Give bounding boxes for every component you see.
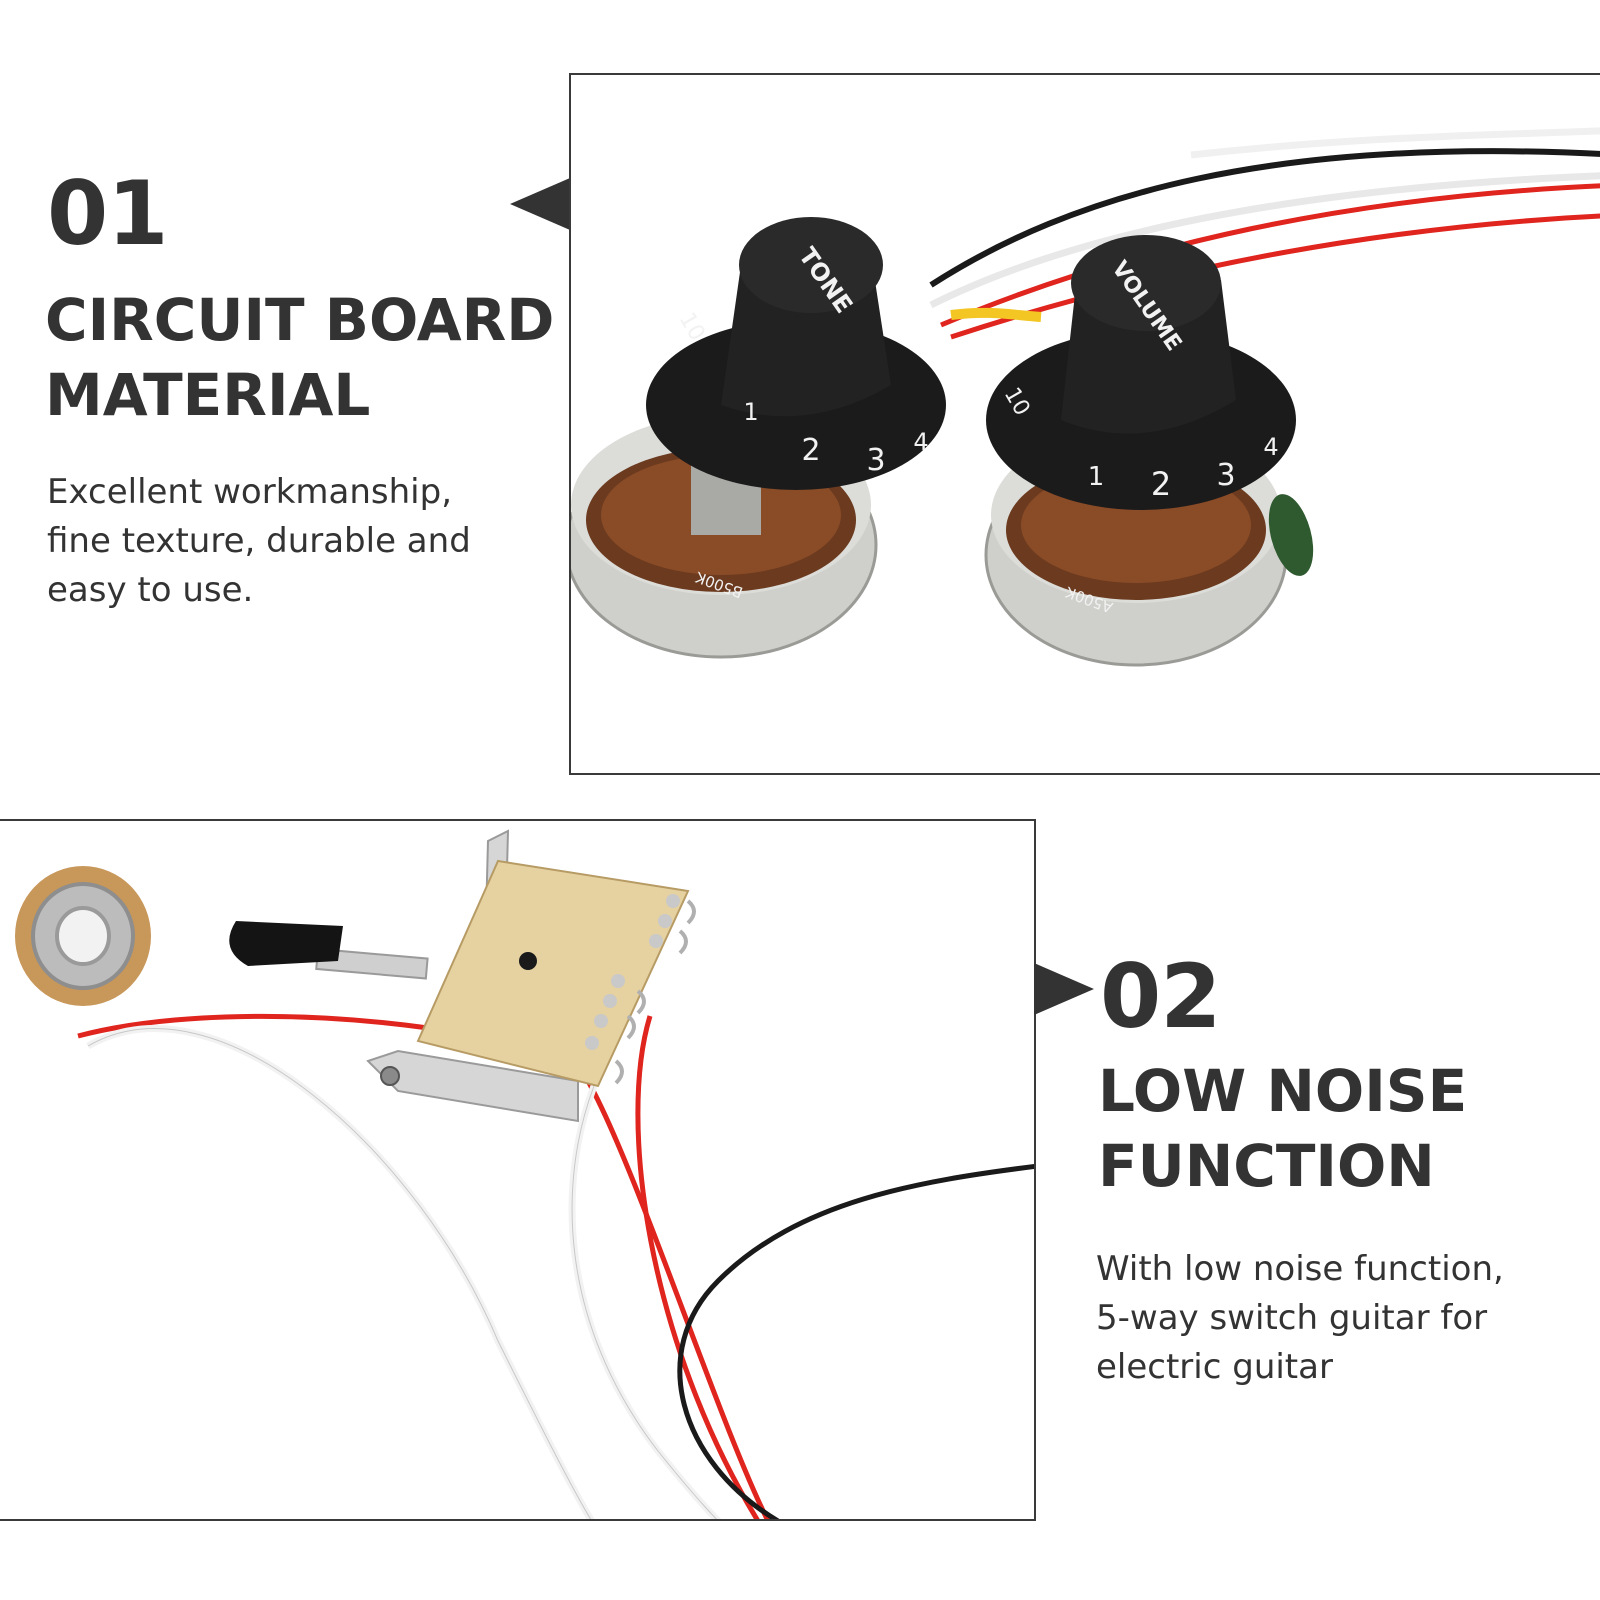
volume-scale-2: 2 — [1151, 465, 1171, 503]
volume-scale-4: 4 — [1263, 433, 1278, 461]
tone-scale-2: 2 — [801, 433, 820, 468]
feature-number-01: 01 — [47, 162, 168, 265]
volume-scale-1: 1 — [1088, 462, 1105, 492]
pointer-arrow-icon — [1034, 963, 1094, 1015]
tone-scale-1: 1 — [743, 398, 758, 426]
feature-description-02: With low noise function, 5-way switch gu… — [1096, 1249, 1504, 1387]
switch-illustration — [15, 829, 1034, 1519]
pointer-arrow-icon — [510, 178, 570, 230]
feature-description-01: Excellent workmanship, fine texture, dur… — [47, 472, 471, 610]
potentiometer-photo: TONE VOLUME B500K A500K 10 1 2 3 4 10 1 … — [569, 73, 1600, 775]
potentiometer-illustration: TONE VOLUME B500K A500K 10 1 2 3 4 10 1 … — [571, 127, 1600, 667]
tone-scale-4: 4 — [913, 428, 928, 456]
feature-number-02: 02 — [1100, 945, 1221, 1048]
feature-title-01: CIRCUIT BOARD MATERIAL — [45, 286, 555, 429]
volume-scale-3: 3 — [1216, 458, 1235, 493]
switch-photo — [0, 819, 1036, 1521]
feature-title-02: LOW NOISE FUNCTION — [1098, 1057, 1468, 1200]
tone-scale-3: 3 — [866, 443, 885, 478]
